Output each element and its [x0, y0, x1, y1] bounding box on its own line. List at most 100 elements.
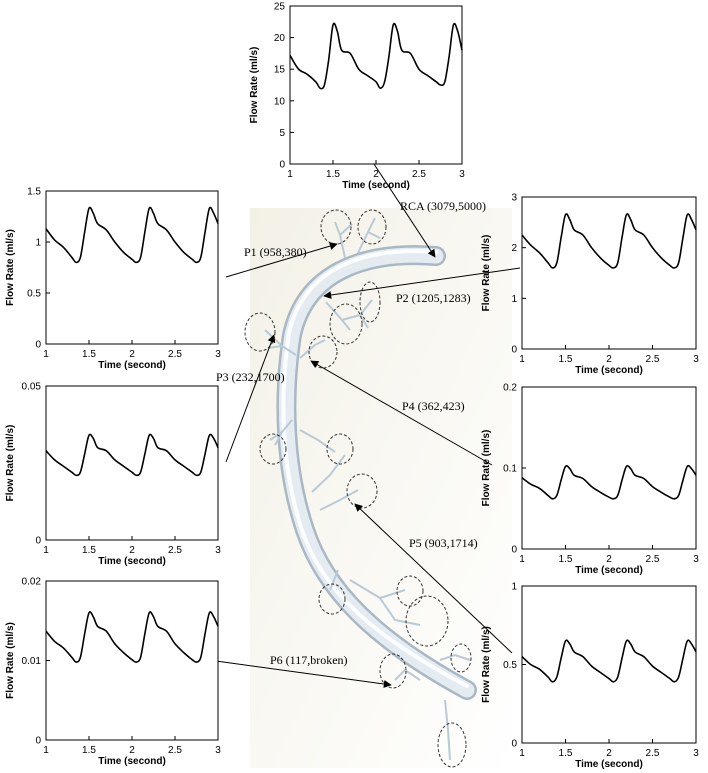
- plot-frame: [521, 386, 697, 550]
- y-tick-label: 0.01: [22, 656, 42, 667]
- x-tick-label: 1: [287, 169, 293, 180]
- x-tick-label: 3: [459, 169, 465, 180]
- y-tick-label: 0: [511, 545, 517, 556]
- x-tick-label: 2: [606, 354, 612, 365]
- x-tick-label: 2.5: [646, 748, 660, 759]
- x-tick-label: 1.5: [559, 748, 573, 759]
- x-tick-label: 1: [519, 554, 525, 565]
- y-tick-label: 0.2: [503, 383, 517, 394]
- y-tick-label: 0.5: [27, 289, 41, 300]
- x-tick-label: 3: [215, 545, 221, 556]
- x-tick-label: 3: [215, 745, 221, 756]
- x-tick-label: 2: [129, 545, 135, 556]
- y-axis-title: Flow Rate (ml/s): [481, 430, 492, 507]
- label-p5: P5 (903,1714): [409, 536, 478, 550]
- y-axis-title: Flow Rate (ml/s): [5, 425, 16, 502]
- y-tick-label: 0: [511, 739, 517, 750]
- y-axis-title: Flow Rate (ml/s): [5, 229, 16, 306]
- label-rca: RCA (3079,5000): [400, 199, 486, 213]
- x-tick-label: 1: [43, 545, 49, 556]
- y-tick-label: 0: [35, 736, 41, 747]
- flow-rate-series-line: [45, 611, 219, 663]
- x-tick-label: 2.5: [168, 545, 182, 556]
- y-tick-label: 5: [279, 128, 285, 139]
- x-tick-label: 1.5: [82, 745, 96, 756]
- x-tick-label: 1.5: [82, 349, 96, 360]
- y-tick-label: 1.5: [27, 187, 41, 198]
- flow-rate-series-line: [521, 464, 697, 500]
- label-p6: P6 (117,broken): [270, 653, 348, 667]
- y-tick-label: 20: [274, 33, 286, 44]
- x-axis-title: Time (second): [342, 180, 410, 191]
- flow-rate-series-line: [521, 213, 697, 269]
- x-tick-label: 3: [693, 554, 699, 565]
- y-tick-label: 2: [511, 243, 517, 254]
- x-axis-title: Time (second): [98, 360, 166, 371]
- flow-rate-series-line: [521, 639, 697, 683]
- x-axis-title: Time (second): [98, 556, 166, 567]
- y-tick-label: 1: [511, 294, 517, 305]
- x-axis-title: Time (second): [575, 759, 643, 770]
- flow-rate-series-line: [289, 22, 463, 90]
- y-tick-label: 0: [35, 536, 41, 547]
- plot-frame: [289, 5, 463, 165]
- x-tick-label: 2: [606, 554, 612, 565]
- x-tick-label: 1: [43, 745, 49, 756]
- y-tick-label: 15: [274, 65, 286, 76]
- label-p2: P2 (1205,1283): [396, 291, 471, 305]
- x-tick-label: 2: [129, 745, 135, 756]
- coronary-vessel: [276, 245, 477, 700]
- y-tick-label: 0: [511, 345, 517, 356]
- y-tick-label: 1: [511, 582, 517, 593]
- x-tick-label: 3: [693, 748, 699, 759]
- y-tick-label: 0: [35, 340, 41, 351]
- y-tick-label: 0: [279, 160, 285, 171]
- y-axis-title: Flow Rate (ml/s): [481, 626, 492, 703]
- x-tick-label: 3: [693, 354, 699, 365]
- x-tick-label: 1.5: [82, 545, 96, 556]
- y-axis-title: Flow Rate (ml/s): [5, 622, 16, 699]
- x-tick-label: 2.5: [168, 745, 182, 756]
- label-p4: P4 (362,423): [402, 399, 465, 413]
- x-axis-title: Time (second): [575, 565, 643, 576]
- y-tick-label: 1: [35, 238, 41, 249]
- x-tick-label: 3: [215, 349, 221, 360]
- plot-frame: [45, 385, 219, 541]
- label-p3: P3 (232,1700): [216, 370, 285, 384]
- x-tick-label: 2: [373, 169, 379, 180]
- label-p1: P1 (958,380): [244, 245, 307, 259]
- flow-rate-series-line: [45, 206, 219, 264]
- y-tick-label: 0.1: [503, 464, 517, 475]
- plot-frame: [521, 585, 697, 744]
- x-tick-label: 1.5: [559, 554, 573, 565]
- x-tick-label: 2.5: [646, 354, 660, 365]
- y-axis-title: Flow Rate (ml/s): [249, 47, 260, 124]
- x-tick-label: 1: [519, 748, 525, 759]
- x-tick-label: 1: [43, 349, 49, 360]
- y-tick-label: 25: [274, 2, 286, 13]
- tree-labels: RCA (3079,5000) P1 (958,380) P2 (1205,12…: [216, 199, 486, 667]
- x-tick-label: 2.5: [168, 349, 182, 360]
- y-tick-label: 0.5: [503, 660, 517, 671]
- x-tick-label: 2: [606, 748, 612, 759]
- x-axis-title: Time (second): [575, 365, 643, 376]
- x-tick-label: 1.5: [559, 354, 573, 365]
- x-axis-title: Time (second): [98, 756, 166, 767]
- x-tick-label: 2: [129, 349, 135, 360]
- y-tick-label: 0.05: [22, 382, 42, 393]
- plot-frame: [45, 190, 219, 345]
- y-axis-title: Flow Rate (ml/s): [481, 235, 492, 312]
- outlet-circles: [244, 209, 472, 768]
- flow-rate-series-line: [45, 433, 219, 477]
- x-tick-label: 1: [519, 354, 525, 365]
- annotation-arrows: [215, 160, 521, 688]
